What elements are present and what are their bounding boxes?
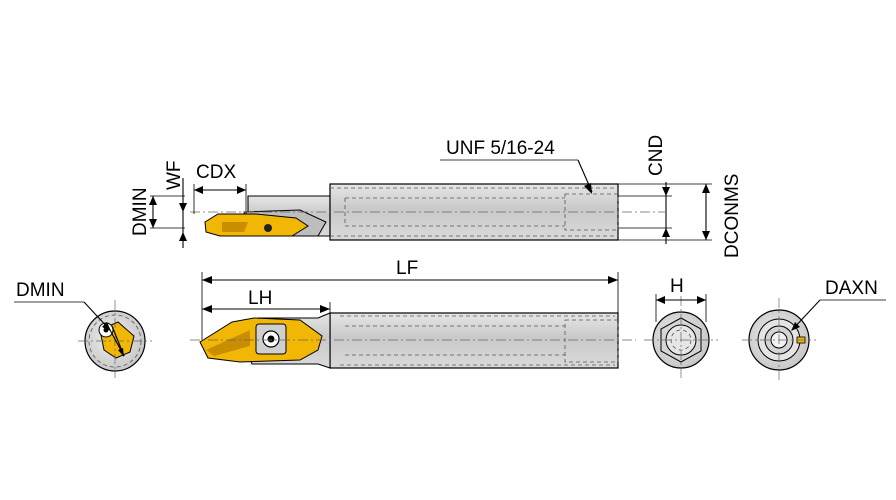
daxn-end-view [742,298,816,382]
top-insert [204,213,309,237]
lf-label: LF [396,258,418,279]
cdx-label: CDX [196,162,236,183]
front-view [190,312,636,369]
dmin-side-dimension [149,195,185,229]
dmin-side-label: DMIN [130,187,151,236]
right-end-view [644,296,718,380]
daxn-label: DAXN [825,278,878,299]
lh-dimension [202,302,331,318]
left-end-view [78,300,152,378]
dmin-end-label: DMIN [16,280,65,301]
dconms-label: DCONMS [722,174,743,258]
cnd-dimension [618,182,672,244]
wf-dimension [179,178,187,248]
unf-label: UNF 5/16-24 [446,138,555,159]
h-dimension [655,294,707,322]
lh-label: LH [248,288,272,309]
h-label: H [670,276,684,297]
daxn-leader [791,299,886,331]
cnd-label: CND [646,135,667,176]
front-shank [329,312,619,369]
top-view [190,183,665,241]
lf-dimension [201,272,619,340]
cdx-dimension [193,184,247,214]
unf-leader [440,159,593,194]
dmin-end-leader [14,301,125,357]
wf-label: WF [164,160,185,190]
dconms-dimension [618,183,712,241]
